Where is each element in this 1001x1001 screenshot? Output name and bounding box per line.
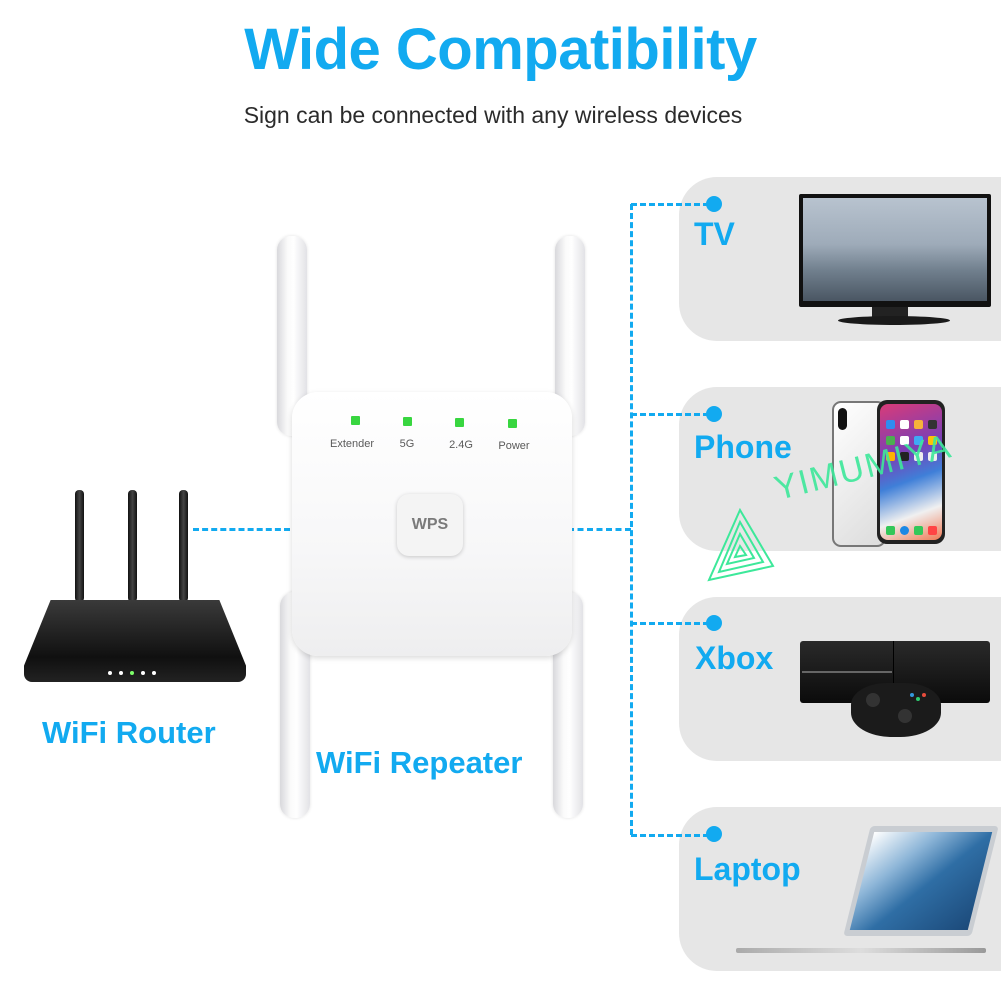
phone-camera [838, 408, 847, 430]
device-label-xbox: Xbox [695, 640, 774, 676]
xbox-panel-split [893, 641, 894, 703]
controller-button-a [916, 697, 920, 701]
repeater-label: WiFi Repeater [316, 745, 523, 780]
tv-neck [872, 307, 908, 317]
app-icon [886, 452, 895, 461]
router-led [141, 671, 145, 675]
watermark-triangle-icon [707, 508, 775, 582]
laptop-base [736, 948, 986, 953]
indicator-label-power: Power [498, 440, 530, 452]
dock-icon [914, 526, 923, 535]
indicator-label-2-4g: 2.4G [449, 439, 473, 451]
connector-trunk [630, 204, 633, 835]
app-icon [900, 436, 909, 445]
router-led [152, 671, 156, 675]
device-label-tv: TV [694, 216, 735, 252]
connector-xbox [631, 622, 709, 625]
dock-icon [928, 526, 937, 535]
connector-tv [631, 203, 709, 206]
router-led [108, 671, 112, 675]
dock-icon [886, 526, 895, 535]
controller-button-b [922, 693, 926, 697]
connector-repeater-trunk [568, 528, 631, 531]
router-antenna [75, 490, 84, 602]
app-icon [914, 420, 923, 429]
wps-button[interactable]: WPS [397, 494, 463, 556]
app-icon [928, 420, 937, 429]
led-power [508, 419, 517, 428]
router-antenna [179, 490, 188, 602]
led-extender [351, 416, 360, 425]
connector-phone [631, 413, 709, 416]
tv-stand [838, 316, 950, 325]
router-led [119, 671, 123, 675]
led-2-4g [455, 418, 464, 427]
router-label: WiFi Router [42, 715, 216, 750]
app-icon [914, 452, 923, 461]
app-icon [900, 452, 909, 461]
connector-dot-xbox [706, 615, 722, 631]
dock-icon [900, 526, 909, 535]
led-5g [403, 417, 412, 426]
connector-dot-tv [706, 196, 722, 212]
device-label-phone: Phone [694, 429, 792, 465]
indicator-label-extender: Extender [329, 438, 375, 450]
page-title: Wide Compatibility [244, 17, 757, 82]
controller-button-x [910, 693, 914, 697]
app-icon [928, 452, 937, 461]
controller-stick [898, 709, 912, 723]
router-antenna [128, 490, 137, 602]
xbox-disc-slot [802, 671, 892, 673]
app-icon [886, 420, 895, 429]
controller-stick [866, 693, 880, 707]
page-subtitle: Sign can be connected with any wireless … [243, 102, 743, 128]
app-icon [928, 436, 937, 445]
device-label-laptop: Laptop [694, 851, 801, 887]
laptop-screen [849, 832, 993, 930]
app-icon [914, 436, 923, 445]
connector-dot-laptop [706, 826, 722, 842]
connector-dot-phone [706, 406, 722, 422]
app-icon [900, 420, 909, 429]
router-led [130, 671, 134, 675]
xbox-controller [851, 683, 941, 737]
router-body [24, 600, 246, 682]
app-icon [886, 436, 895, 445]
indicator-label-5g: 5G [399, 438, 415, 450]
connector-router-repeater [193, 528, 290, 531]
tv-screen [803, 198, 987, 301]
connector-laptop [631, 834, 709, 837]
